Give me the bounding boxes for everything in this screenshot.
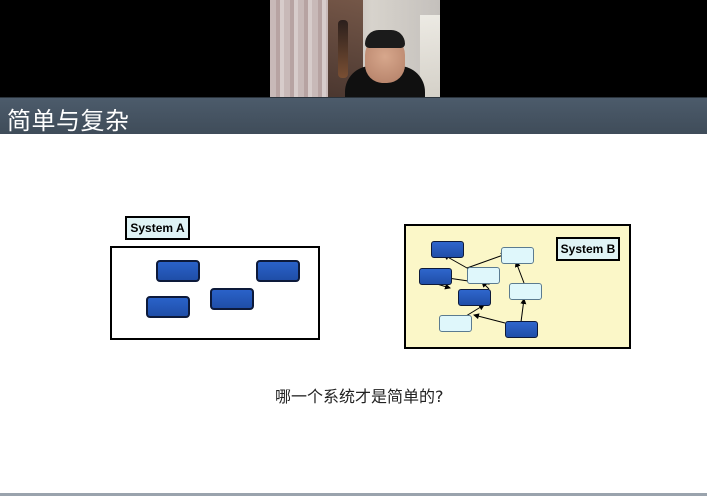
slide-title: 简单与复杂 (7, 107, 130, 135)
system-a-node-3 (210, 288, 254, 310)
curtain (270, 0, 328, 97)
lamp (420, 15, 440, 97)
system-b-node-6 (509, 283, 542, 300)
system-b-node-7 (439, 315, 472, 332)
system-b-node-5 (458, 289, 491, 306)
system-b-label: System B (556, 237, 620, 261)
question-text: 哪一个系统才是简单的? (275, 387, 444, 406)
system-b-node-4 (467, 267, 500, 284)
system-a-label: System A (125, 216, 190, 240)
bottom-divider (0, 493, 707, 496)
system-b-node-3 (419, 268, 452, 285)
system-b-node-1 (431, 241, 464, 258)
video-feed (270, 0, 440, 97)
system-a-node-4 (146, 296, 190, 318)
person-hair (365, 30, 405, 48)
system-b-node-2 (501, 247, 534, 264)
system-a-node-1 (156, 260, 200, 282)
system-a-node-2 (256, 260, 300, 282)
guitar (338, 20, 348, 78)
system-b-node-8 (505, 321, 538, 338)
title-bar: 简单与复杂 (0, 97, 707, 135)
